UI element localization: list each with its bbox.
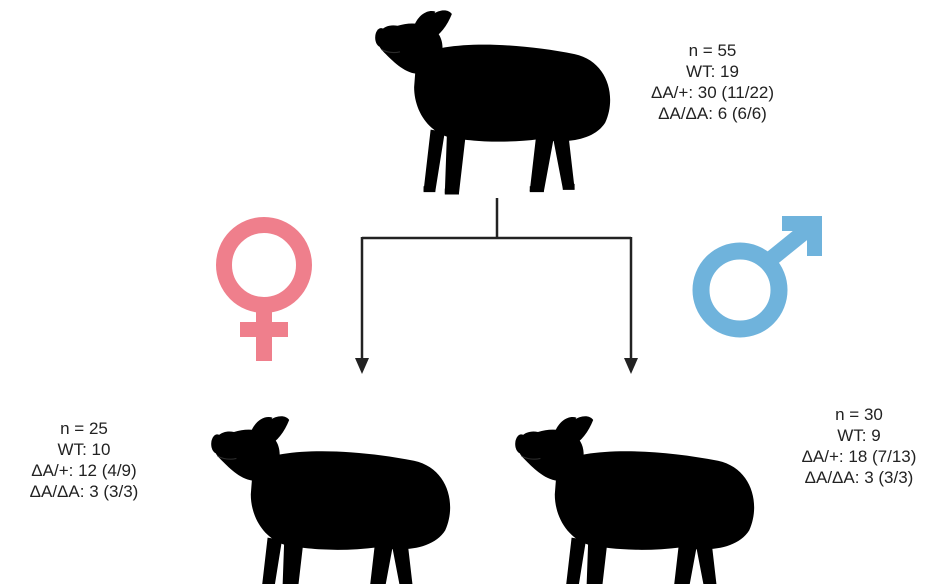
female-symbol-icon xyxy=(224,225,304,361)
right-arrowhead-icon xyxy=(624,358,638,374)
male-hom: ΔA/ΔA: 3 (3/3) xyxy=(780,467,938,488)
female-stats: n = 25 WT: 10 ΔA/+: 12 (4/9) ΔA/ΔA: 3 (3… xyxy=(0,418,168,502)
female-wt: WT: 10 xyxy=(0,439,168,460)
female-n: n = 25 xyxy=(0,418,168,439)
parent-wt: WT: 19 xyxy=(620,61,805,82)
male-pig-icon xyxy=(515,416,766,584)
male-het: ΔA/+: 18 (7/13) xyxy=(780,446,938,467)
female-hom: ΔA/ΔA: 3 (3/3) xyxy=(0,481,168,502)
male-n: n = 30 xyxy=(780,404,938,425)
male-stats: n = 30 WT: 9 ΔA/+: 18 (7/13) ΔA/ΔA: 3 (3… xyxy=(780,404,938,488)
parent-pig-icon xyxy=(375,10,622,194)
parent-hom: ΔA/ΔA: 6 (6/6) xyxy=(620,103,805,124)
male-wt: WT: 9 xyxy=(780,425,938,446)
female-het: ΔA/+: 12 (4/9) xyxy=(0,460,168,481)
left-arrowhead-icon xyxy=(355,358,369,374)
female-pig-icon xyxy=(211,416,462,584)
parent-het: ΔA/+: 30 (11/22) xyxy=(620,82,805,103)
male-symbol-icon xyxy=(701,216,822,329)
branch-arrows xyxy=(362,198,631,360)
parent-n: n = 55 xyxy=(620,40,805,61)
parent-stats: n = 55 WT: 19 ΔA/+: 30 (11/22) ΔA/ΔA: 6 … xyxy=(620,40,805,124)
